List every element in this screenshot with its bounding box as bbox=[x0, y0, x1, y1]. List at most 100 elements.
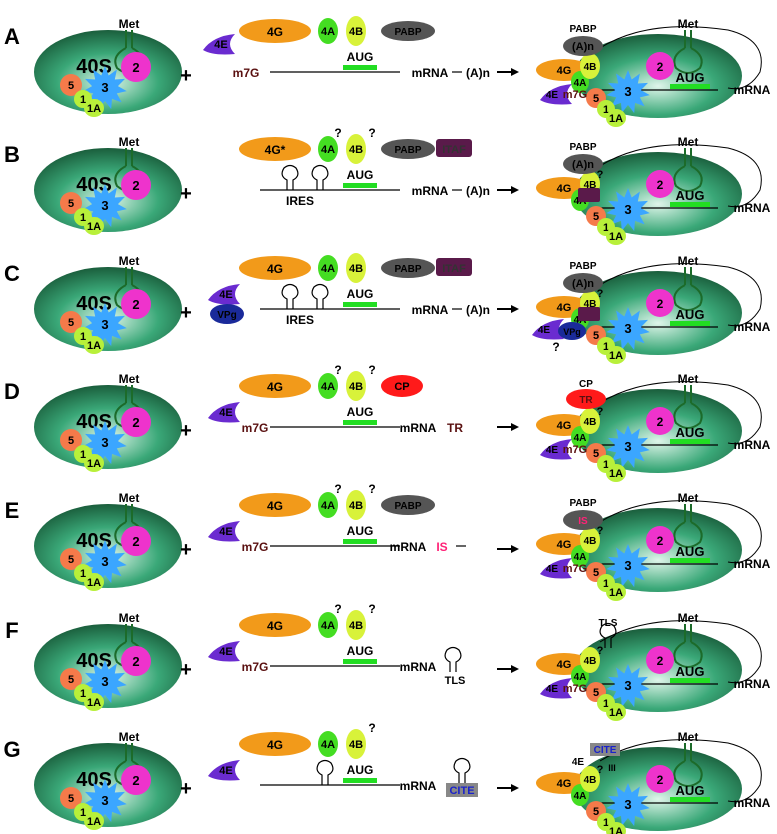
eif3-label: 3 bbox=[101, 674, 108, 689]
eif4b-label: 4B bbox=[349, 381, 363, 393]
itaf-label: ITAF bbox=[442, 144, 466, 156]
ires-hairpin-1 bbox=[281, 283, 299, 309]
eif2-label: 2 bbox=[132, 654, 139, 669]
complex-eif1a bbox=[606, 464, 626, 482]
eif4g-label: 4G* bbox=[265, 143, 286, 157]
plus-sign: + bbox=[180, 778, 192, 800]
complex-aug-label: AUG bbox=[676, 544, 705, 559]
met-trna: Met bbox=[673, 17, 703, 74]
complex-iii-label: III bbox=[608, 763, 616, 773]
complex-eif1a-label: 1A bbox=[609, 350, 623, 362]
complex-eif4g-label: 4G bbox=[557, 183, 572, 195]
complex-eif4g-label: 4G bbox=[557, 659, 572, 671]
reaction-arrow-head bbox=[511, 305, 519, 313]
eif5-factor bbox=[60, 787, 82, 809]
complex-eif2-label: 2 bbox=[657, 773, 664, 787]
eif4a-factor bbox=[318, 731, 338, 757]
tr-label: TR bbox=[447, 421, 463, 435]
complex-eif4e-label: 4E bbox=[572, 757, 585, 768]
cite-label: CITE bbox=[449, 785, 474, 797]
tls-label: TLS bbox=[445, 675, 466, 687]
complex-eif2 bbox=[646, 289, 674, 317]
panel-letter: G bbox=[3, 737, 20, 762]
aug-codon-bar bbox=[343, 420, 377, 425]
eif2-factor bbox=[121, 526, 151, 556]
question-mark: ? bbox=[552, 340, 559, 354]
complex-eif4e-label: 4E bbox=[546, 684, 559, 695]
reaction-arrow-head bbox=[511, 186, 519, 194]
tls-hairpin bbox=[444, 646, 462, 672]
complex-eif1a-label: 1A bbox=[609, 231, 623, 243]
aug-label: AUG bbox=[347, 168, 374, 182]
eif4b-factor bbox=[346, 16, 366, 46]
eif4g-label: 4G bbox=[267, 262, 283, 276]
complex-pabp-label: PABP bbox=[569, 24, 596, 35]
aug-codon-bar bbox=[343, 659, 377, 664]
eif3-label: 3 bbox=[101, 435, 108, 450]
polya-label: (A)n bbox=[466, 303, 490, 317]
aug-label: AUG bbox=[347, 763, 374, 777]
complex-eif3-label: 3 bbox=[624, 558, 631, 573]
plus-sign: + bbox=[180, 65, 192, 87]
complex-eif1-label: 1 bbox=[603, 341, 609, 353]
eif3-factor bbox=[83, 421, 127, 465]
complex-tls-label: TLS bbox=[599, 618, 618, 629]
complex-m7g-label: m7G bbox=[563, 444, 587, 456]
met-label: Met bbox=[119, 135, 140, 149]
mrna-label: mRNA bbox=[390, 540, 427, 554]
complex-polya-label: (A)n bbox=[572, 278, 594, 290]
pabp-factor bbox=[381, 258, 435, 278]
complex-eif1a-label: 1A bbox=[609, 113, 623, 125]
question-mark: ? bbox=[368, 126, 375, 140]
polya-label: (A)n bbox=[466, 66, 490, 80]
closed-loop-line bbox=[599, 381, 762, 445]
complex-eif1a bbox=[606, 822, 626, 834]
aug-codon-bar bbox=[343, 65, 377, 70]
complex-aug-label: AUG bbox=[676, 664, 705, 679]
eif2-label: 2 bbox=[132, 297, 139, 312]
eif1a-label: 1A bbox=[87, 577, 101, 589]
eif4a-factor bbox=[318, 492, 338, 518]
eif4g-label: 4G bbox=[267, 619, 283, 633]
eif5-factor bbox=[60, 429, 82, 451]
complex-mrna-label: mRNA bbox=[734, 83, 771, 97]
complex-eif1-label: 1 bbox=[603, 222, 609, 234]
ires-hairpin-2 bbox=[311, 164, 329, 190]
eif5-factor bbox=[60, 192, 82, 214]
assembled-complex: MetAUGmRNA23511A4G4A4B4EVPg?PABP(A)n? bbox=[532, 254, 771, 364]
is-label: IS bbox=[436, 540, 447, 554]
eif4a-label: 4A bbox=[321, 144, 335, 156]
complex-eif5-label: 5 bbox=[593, 211, 599, 223]
eif4e-factor bbox=[208, 641, 240, 662]
utr-hairpin bbox=[316, 759, 334, 785]
complex-eif4b-label: 4B bbox=[584, 62, 597, 73]
complex-eif1a-label: 1A bbox=[609, 468, 623, 480]
complex-eif4g-label: 4G bbox=[557, 65, 572, 77]
eif1-label: 1 bbox=[80, 94, 86, 106]
met-label: Met bbox=[678, 491, 699, 505]
complex-aug-bar bbox=[670, 558, 710, 563]
complex-eif4b bbox=[580, 647, 600, 673]
eif4b-label: 4B bbox=[349, 144, 363, 156]
eif1a-label: 1A bbox=[87, 697, 101, 709]
aug-label: AUG bbox=[347, 405, 374, 419]
complex-eif3-label: 3 bbox=[624, 439, 631, 454]
eif5-label: 5 bbox=[68, 317, 74, 329]
panel-letter: A bbox=[4, 24, 20, 49]
met-trna: Met bbox=[673, 135, 703, 192]
itaf-factor bbox=[436, 139, 472, 157]
eif4e-factor bbox=[540, 678, 572, 699]
eif4e-label: 4E bbox=[219, 646, 232, 658]
eif1a-label: 1A bbox=[87, 221, 101, 233]
aug-codon-bar bbox=[343, 302, 377, 307]
complex-aug-label: AUG bbox=[676, 425, 705, 440]
complex-eif1-label: 1 bbox=[603, 578, 609, 590]
eif4e-factor bbox=[208, 284, 240, 305]
